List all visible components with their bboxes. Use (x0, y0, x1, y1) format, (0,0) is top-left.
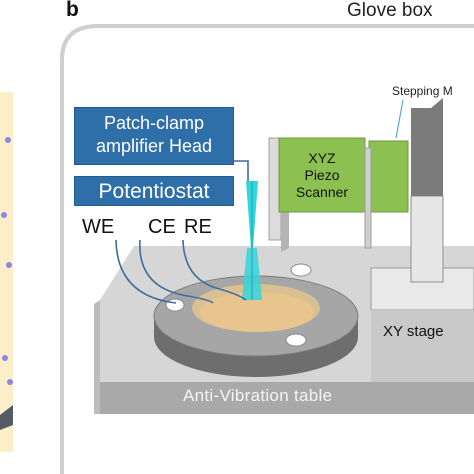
left-panel-background (0, 92, 13, 452)
particle-dot (1, 212, 7, 218)
stepping-motor-tower (370, 98, 474, 382)
scanner-joint (364, 147, 372, 249)
tower-column (410, 195, 444, 283)
piezo-label-line2: Piezo (304, 167, 340, 183)
electrochemical-cell (153, 263, 359, 377)
potentiostat-label: Potentiostat (98, 180, 210, 203)
piezo-scanner-label: XYZ Piezo Scanner (279, 150, 365, 201)
nanopipette-probe (242, 181, 262, 300)
head-to-probe-wire (231, 160, 249, 181)
table-label: Anti-Vibration table (183, 386, 333, 405)
table-side-face (94, 300, 100, 414)
stepping-motor-label: Stepping M (392, 84, 453, 98)
particle-dot (2, 355, 8, 361)
connection-wires (115, 160, 249, 304)
tower-base-front (371, 310, 474, 382)
piezo-scanner-block (278, 137, 366, 213)
table-front-face (100, 382, 474, 414)
re-wire (182, 239, 247, 301)
patch-clamp-label-line2: amplifier Head (95, 136, 213, 156)
ce-label: CE (148, 216, 176, 238)
left-panel-fragment (0, 92, 13, 452)
stepping-motor-body (411, 98, 443, 196)
electrode-port (285, 333, 307, 347)
patch-clamp-label-line1: Patch-clamp (103, 113, 205, 133)
glove-box-label: Glove box (347, 0, 433, 21)
patch-clamp-head-box: Patch-clamp amplifier Head (74, 107, 234, 165)
glove-box-outline (60, 24, 474, 474)
electrode-port (165, 298, 185, 312)
particle-dot (6, 262, 12, 268)
scanner-side-block (368, 140, 409, 213)
re-label: RE (184, 216, 212, 238)
electrode-port (290, 263, 312, 277)
particle-dot (5, 137, 11, 143)
potentiostat-box: Potentiostat (74, 176, 234, 206)
piezo-label-line1: XYZ (308, 150, 336, 166)
piezo-label-line3: Scanner (295, 184, 349, 200)
panel-letter: b (66, 0, 79, 21)
scanner-assembly (268, 137, 409, 252)
sample-surface (200, 292, 314, 332)
we-label: WE (82, 216, 115, 238)
particle-dot (7, 379, 13, 385)
electrode-fragment (0, 405, 13, 430)
stepping-motor-pointer (395, 99, 404, 139)
ce-wire (139, 239, 214, 304)
we-wire (115, 239, 177, 304)
xy-stage-label: XY stage (383, 323, 444, 340)
